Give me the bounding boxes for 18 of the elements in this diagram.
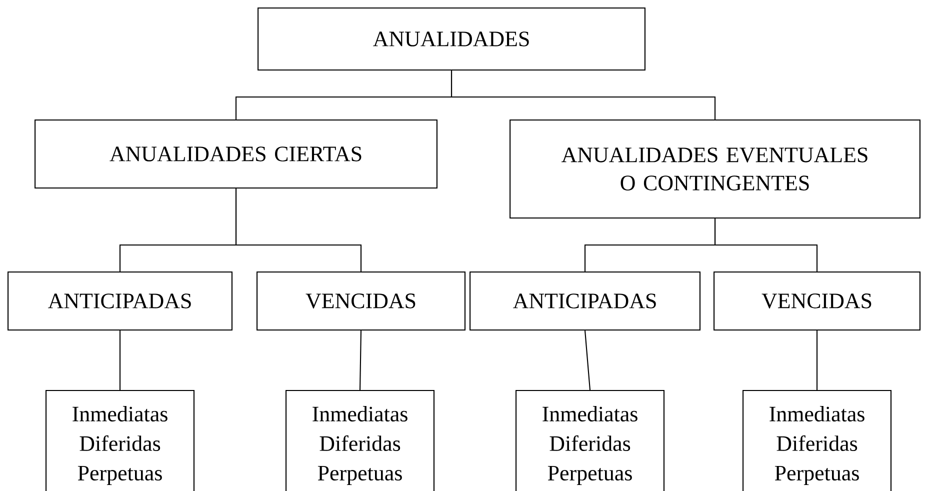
connector-line — [816, 330, 818, 390]
list-box: Inmediatas Diferidas Perpetuas — [742, 390, 892, 491]
connector-line — [714, 218, 818, 272]
connector-line — [450, 70, 716, 120]
connector-line — [119, 330, 121, 390]
connector-line — [235, 188, 362, 272]
type-box: ANTICIPADAS — [470, 271, 701, 331]
connector-line — [359, 330, 362, 390]
type-box: VENCIDAS — [714, 271, 921, 331]
type-box: ANTICIPADAS — [8, 271, 233, 331]
list-box: Inmediatas Diferidas Perpetuas — [286, 390, 435, 491]
category-box: ANUALIDADES — [258, 7, 646, 71]
type-box: VENCIDAS — [256, 271, 466, 331]
connector-line — [584, 330, 591, 390]
category-box: ANUALIDADES EVENTUALES O CONTINGENTES — [510, 119, 920, 219]
category-box: ANUALIDADES CIERTAS — [34, 119, 438, 189]
list-box: Inmediatas Diferidas Perpetuas — [46, 390, 195, 491]
list-box: Inmediatas Diferidas Perpetuas — [516, 390, 665, 491]
